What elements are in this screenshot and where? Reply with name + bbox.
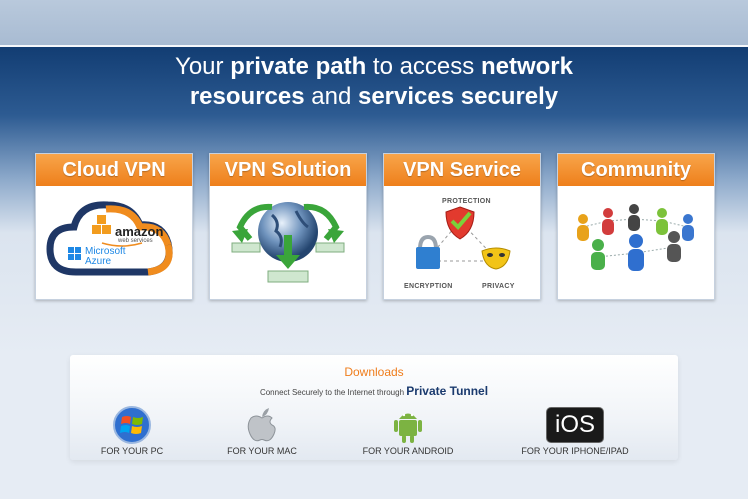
card-community[interactable]: Community bbox=[557, 153, 715, 300]
page-headline: Your private path to access network reso… bbox=[175, 53, 573, 110]
card-title: Community bbox=[558, 154, 714, 186]
download-android[interactable]: FOR YOUR ANDROID bbox=[358, 405, 458, 456]
ios-icon: iOS bbox=[546, 407, 604, 443]
amazon-logo-text: amazon bbox=[115, 224, 164, 239]
platform-label: FOR YOUR PC bbox=[100, 446, 164, 456]
card-title: VPN Solution bbox=[210, 154, 366, 186]
protection-label: PROTECTION bbox=[442, 198, 491, 205]
globe-network-icon bbox=[231, 202, 345, 283]
windows-icon bbox=[113, 406, 151, 444]
download-mac[interactable]: FOR YOUR MAC bbox=[222, 405, 302, 456]
top-bar bbox=[0, 0, 748, 47]
card-vpn-solution[interactable]: VPN Solution bbox=[209, 153, 367, 300]
person-icons bbox=[577, 204, 694, 271]
downloads-subtitle: Connect Securely to the Internet through… bbox=[259, 384, 489, 398]
apple-icon bbox=[247, 408, 276, 442]
download-pc[interactable]: FOR YOUR PC bbox=[92, 405, 172, 456]
card-title: VPN Service bbox=[384, 154, 540, 186]
downloads-title: Downloads bbox=[344, 365, 404, 379]
card-vpn-service[interactable]: VPN Service PROTECTION ENCRYPTION PRIVAC… bbox=[383, 153, 541, 300]
android-icon bbox=[394, 413, 422, 443]
community-people-icon bbox=[577, 204, 694, 271]
encryption-label: ENCRYPTION bbox=[404, 283, 453, 290]
platform-label: FOR YOUR MAC bbox=[227, 446, 297, 456]
aws-sub-text: web services bbox=[118, 238, 153, 244]
privacy-label: PRIVACY bbox=[482, 283, 515, 290]
platform-label: FOR YOUR IPHONE/IPAD bbox=[521, 446, 629, 456]
platform-label: FOR YOUR ANDROID bbox=[362, 446, 454, 456]
card-title: Cloud VPN bbox=[36, 154, 192, 186]
download-ios[interactable]: iOS FOR YOUR IPHONE/IPAD bbox=[515, 405, 635, 456]
cloud-icon bbox=[46, 201, 173, 276]
private-tunnel-brand: Private Tunnel bbox=[406, 384, 489, 398]
security-triangle-icon bbox=[416, 206, 511, 270]
